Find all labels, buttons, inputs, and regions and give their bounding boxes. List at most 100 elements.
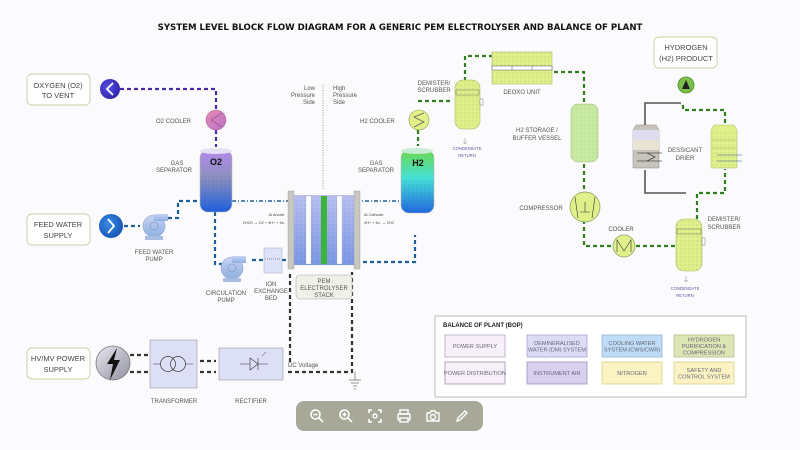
- zoom-in-icon: [338, 409, 353, 423]
- bop-item-box: [444, 334, 506, 358]
- ion-exchange-bed[interactable]: [263, 247, 283, 274]
- bop-legend: BALANCE OF PLANT (BOP) POWER SUPPLYDEMIN…: [434, 315, 747, 398]
- deoxo-unit[interactable]: [491, 51, 553, 85]
- svg-text:SEPARATOR: SEPARATOR: [156, 168, 193, 174]
- compressor[interactable]: [569, 191, 601, 223]
- svg-text:BED: BED: [265, 296, 278, 302]
- h2-gas-separator[interactable]: H2: [400, 148, 435, 214]
- rectifier[interactable]: [218, 347, 284, 381]
- oxygen-vent-arrow-icon: [100, 79, 120, 99]
- fit-screen-icon: [368, 409, 382, 423]
- screenshot-button[interactable]: [422, 405, 444, 427]
- demister-scrubber-top[interactable]: [454, 79, 484, 145]
- fit-screen-button[interactable]: [364, 405, 386, 427]
- hydrogen-product-arrow-icon: [677, 76, 695, 94]
- svg-text:OXYGEN (O2): OXYGEN (O2): [33, 81, 83, 90]
- transformer[interactable]: [149, 339, 198, 389]
- svg-text:FEED WATER: FEED WATER: [34, 220, 83, 229]
- bop-item-box: [601, 334, 663, 358]
- svg-text:RETURN: RETURN: [458, 153, 475, 158]
- feed-water-arrow-icon: [99, 214, 123, 238]
- svg-text:H2 STORAGE /: H2 STORAGE /: [516, 128, 558, 134]
- h2-storage-buffer-vessel[interactable]: [570, 103, 599, 163]
- diagram-title: SYSTEM LEVEL BLOCK FLOW DIAGRAM FOR A GE…: [158, 23, 643, 33]
- svg-text:TO VENT: TO VENT: [42, 91, 75, 100]
- hydrogen-product-terminal[interactable]: HYDROGEN (H2) PRODUCT: [653, 36, 718, 69]
- bop-item-box: [601, 361, 663, 385]
- bop-item-box: [673, 334, 735, 358]
- feed-water-terminal[interactable]: FEED WATER SUPPLY: [26, 213, 91, 246]
- bop-item-box: [673, 361, 735, 385]
- water-line: [124, 199, 417, 266]
- bop-item-label: POWER DISTRIBUTION: [444, 371, 506, 377]
- svg-text:H2: H2: [412, 158, 424, 168]
- bop-item-label: PURIFICATION &: [682, 344, 727, 350]
- cooler[interactable]: [612, 234, 636, 258]
- bop-item-label: DEMINERALISED: [534, 341, 580, 347]
- bop-item-label: INSTRUMENT AIR: [533, 371, 580, 377]
- bop-item: INSTRUMENT AIR: [526, 361, 588, 385]
- svg-text:SCRUBBER: SCRUBBER: [417, 88, 451, 94]
- circulation-pump[interactable]: [220, 256, 246, 282]
- zoom-out-icon: [309, 409, 324, 423]
- cathode-title: At Cathode:: [364, 213, 384, 217]
- zoom-in-button[interactable]: [335, 405, 357, 427]
- dessicant-drier-left[interactable]: [632, 124, 662, 169]
- feed-water-pump[interactable]: [142, 214, 168, 240]
- svg-text:RECTIFIER: RECTIFIER: [235, 399, 267, 405]
- svg-text:O2: O2: [210, 157, 222, 167]
- pem-electrolyser-stack[interactable]: PEM ELECTROLYSER STACK: [287, 190, 361, 300]
- svg-text:DEMISTER/: DEMISTER/: [418, 81, 451, 87]
- svg-text:ION: ION: [266, 282, 277, 288]
- bop-item-label: SYSTEM (CWS/CWR): [604, 347, 660, 353]
- svg-text:RETURN: RETURN: [676, 293, 693, 298]
- cathode-equation: 4H+ + 4e- → 2H2: [364, 221, 394, 225]
- svg-text:Side: Side: [303, 100, 316, 106]
- bop-item-label: COOLING WATER: [609, 341, 656, 347]
- bop-item-label: HYDROGEN: [688, 338, 720, 344]
- o2-cooler-label: O2 COOLER: [156, 119, 192, 125]
- svg-text:Low: Low: [304, 86, 316, 92]
- print-icon: [397, 409, 411, 423]
- o2-separator-label: GAS: [171, 161, 184, 167]
- o2-gas-separator[interactable]: O2: [199, 148, 233, 213]
- bop-item-label: SAFETY AND: [687, 368, 722, 374]
- bop-item-label: COMPRESSION: [683, 351, 725, 357]
- h2-cooler[interactable]: [408, 109, 430, 131]
- dessicant-drier-right[interactable]: [710, 124, 742, 169]
- svg-text:CONDENSATE: CONDENSATE: [453, 146, 482, 151]
- svg-text:COMPRESSOR: COMPRESSOR: [519, 206, 563, 212]
- bop-item-box: [444, 361, 506, 385]
- pencil-icon: [456, 410, 469, 423]
- zoom-out-button[interactable]: [306, 405, 328, 427]
- svg-text:STACK: STACK: [314, 293, 334, 299]
- dc-voltage-label: DC Voltage: [288, 363, 319, 369]
- svg-text:CONDENSATE: CONDENSATE: [671, 286, 700, 291]
- svg-text:(H2) PRODUCT: (H2) PRODUCT: [659, 54, 713, 63]
- o2-cooler[interactable]: [205, 109, 227, 131]
- edit-button[interactable]: [451, 405, 473, 427]
- svg-text:DEMISTER/: DEMISTER/: [708, 217, 741, 223]
- bop-item: POWER SUPPLY: [444, 334, 506, 358]
- power-supply-terminal[interactable]: HV/MV POWER SUPPLY: [26, 347, 91, 380]
- print-button[interactable]: [393, 405, 415, 427]
- svg-text:HYDROGEN: HYDROGEN: [664, 43, 707, 52]
- bop-item: NITROGEN: [601, 361, 663, 385]
- svg-text:PUMP: PUMP: [217, 298, 234, 304]
- dessicant-loop: [644, 102, 686, 194]
- svg-text:SCRUBBER: SCRUBBER: [707, 225, 741, 231]
- svg-text:Pressure: Pressure: [333, 93, 358, 99]
- svg-text:EXCHANGE: EXCHANGE: [254, 289, 288, 295]
- lightning-icon: [95, 345, 131, 381]
- oxygen-vent-terminal[interactable]: OXYGEN (O2) TO VENT: [26, 73, 91, 106]
- svg-text:DRIER: DRIER: [676, 156, 695, 162]
- anode-equation: 2H2O → O2 + 4H+ + 4e-: [243, 221, 286, 225]
- svg-text:GAS: GAS: [370, 161, 383, 167]
- svg-text:TRANSFORMER: TRANSFORMER: [151, 399, 198, 405]
- bop-item-label: CONTROL SYSTEM: [678, 374, 730, 380]
- ground-icon: [349, 372, 361, 390]
- demister-scrubber-bottom[interactable]: [675, 218, 706, 283]
- viewer-toolbar: [296, 401, 483, 431]
